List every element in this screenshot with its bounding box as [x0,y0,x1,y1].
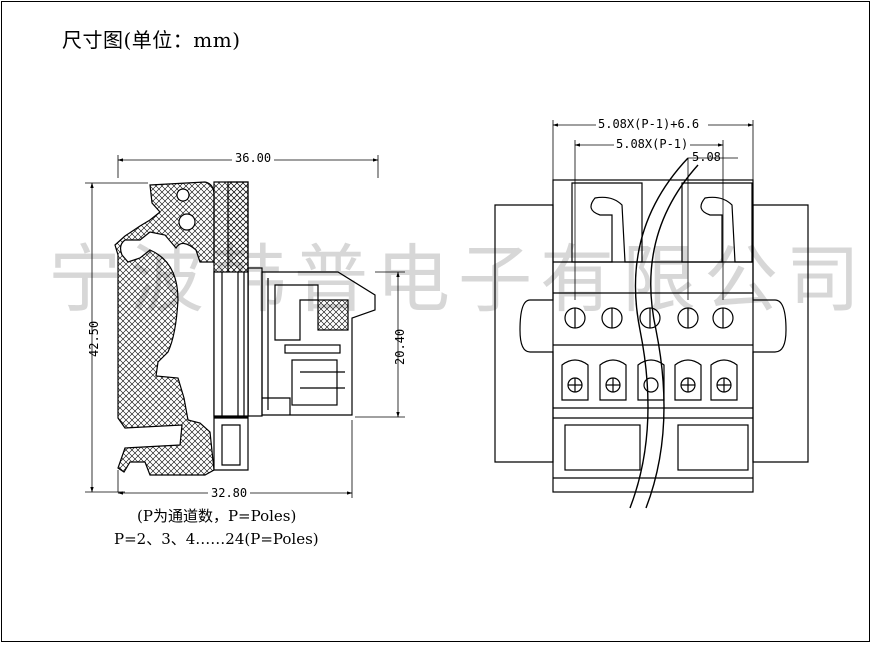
front-dim-labels: 5.08X(P-1)+6.6 5.08X(P-1) 5.08 [596,117,721,164]
side-view [114,181,376,476]
front-dimensions [552,120,754,300]
note-range: P=2、3、4……24(P=Poles) [114,530,319,548]
housing-front [552,179,754,493]
front-view [494,157,809,509]
dim-height-right: 20.40 [393,329,407,365]
wire-curve [629,157,689,509]
drawing-title: 尺寸图(单位：mm) [62,28,241,52]
dim-width-bottom: 32.80 [211,486,247,500]
screw-row-top [564,307,734,329]
din-rail [494,204,554,463]
note-poles: (P为通道数，P=Poles) [137,507,297,525]
rail-clip [114,181,215,476]
dim-width-top: 36.00 [235,151,271,165]
dim-pitch-inner: 5.08X(P-1) [616,137,688,151]
plug-block [261,271,376,416]
terminal-row [561,359,738,401]
side-dim-labels: 36.00 32.80 42.50 20.40 [87,151,407,500]
dim-pitch-total: 5.08X(P-1)+6.6 [598,117,699,131]
dim-pitch: 5.08 [692,150,721,164]
dim-height-left: 42.50 [87,321,101,357]
wire-curve-2 [645,164,699,509]
